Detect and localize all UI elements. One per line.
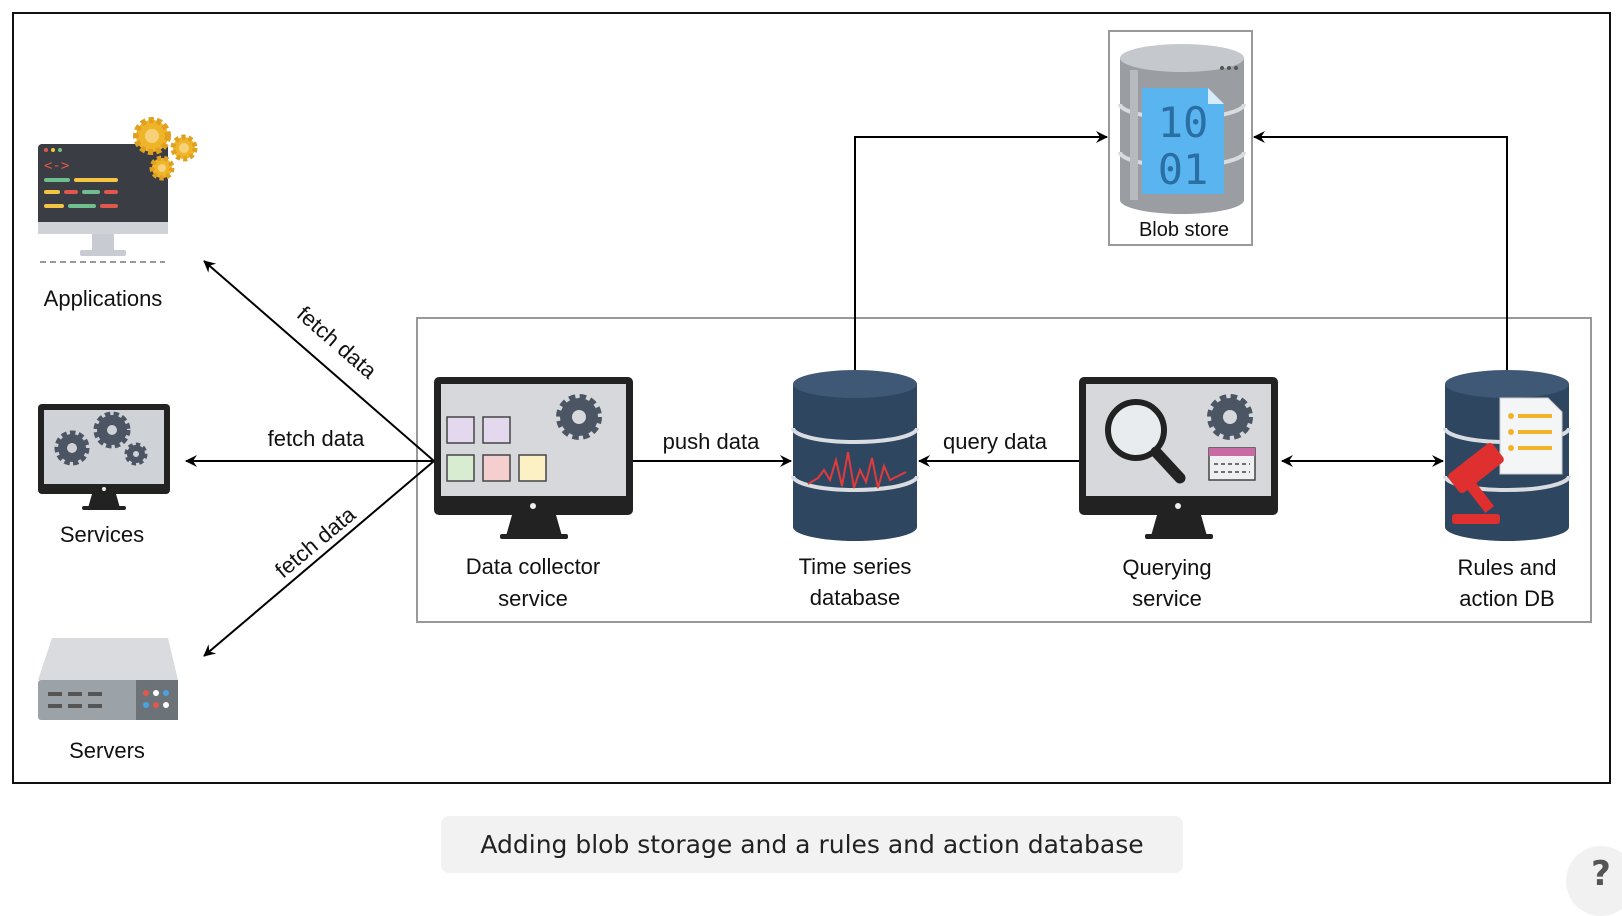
data-collector-label-line2: service — [498, 586, 568, 611]
arrow-collector-to-servers — [203, 460, 435, 657]
outer-frame — [12, 12, 1611, 784]
system-boundary — [416, 317, 1592, 623]
rules-action-db-label-line2: action DB — [1459, 586, 1554, 611]
querying-service-label-line2: service — [1132, 586, 1202, 611]
time-series-label-line1: Time series — [799, 554, 912, 579]
blob-bits-bottom: 01 — [1158, 145, 1209, 194]
figure-caption: Adding blob storage and a rules and acti… — [441, 816, 1183, 873]
edge-label-query-data: query data — [943, 429, 1048, 454]
servers-label: Servers — [69, 738, 145, 763]
arrow-tsdb-to-blob — [854, 131, 1108, 370]
time-series-database-icon — [791, 370, 919, 541]
data-collector-label-line1: Data collector — [466, 554, 601, 579]
edge-label-fetch-applications: fetch data — [292, 301, 382, 384]
help-icon[interactable]: ? — [1566, 846, 1622, 916]
applications-icon: <-> — [38, 117, 198, 263]
applications-label: Applications — [44, 286, 163, 311]
data-collector-icon — [434, 377, 633, 539]
edge-label-push-data: push data — [663, 429, 760, 454]
servers-icon — [38, 638, 178, 720]
time-series-label-line2: database — [810, 585, 901, 610]
edge-label-fetch-servers: fetch data — [270, 501, 361, 583]
querying-service-icon — [1079, 377, 1278, 539]
arrow-collector-to-applications — [203, 260, 435, 462]
architecture-diagram: <-> Applications Services Servers — [12, 12, 1611, 784]
blob-store-label: Blob store — [1139, 219, 1229, 241]
rules-action-db-label-line1: Rules and — [1457, 555, 1556, 580]
rules-action-db-icon — [1443, 370, 1571, 541]
edge-label-fetch-services: fetch data — [268, 426, 365, 451]
blob-bits-top: 10 — [1158, 98, 1209, 147]
querying-service-label-line1: Querying — [1122, 555, 1211, 580]
services-icon — [38, 404, 170, 510]
arrow-rules-to-blob — [1253, 131, 1508, 370]
blob-store-icon — [1118, 44, 1246, 214]
services-label: Services — [60, 522, 144, 547]
svg-text:<->: <-> — [44, 158, 69, 174]
blob-store-frame — [1108, 30, 1253, 246]
